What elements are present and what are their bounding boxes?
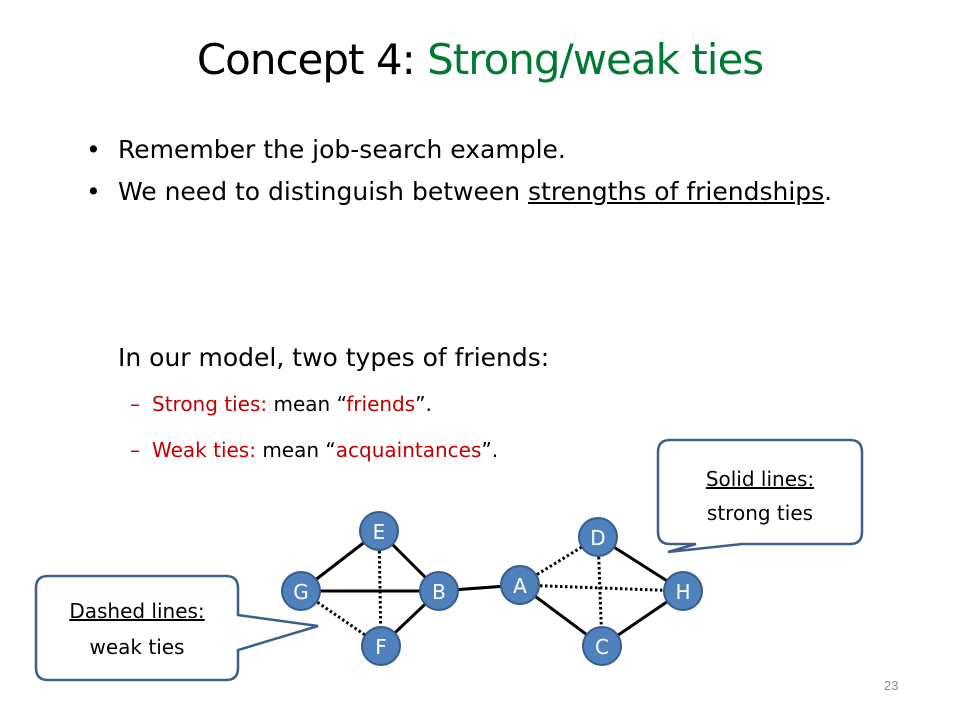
weak-ties-label: Weak ties: (152, 438, 256, 462)
bullet-text-2: We need to distinguish between (118, 177, 529, 206)
strong-ties-mid: mean “ (267, 392, 347, 416)
node-label: A (513, 574, 527, 598)
node-label: D (590, 526, 605, 550)
node-circle (359, 511, 399, 551)
callout-solid-bubble (656, 438, 864, 554)
bullet-item: • We need to distinguish between strengt… (86, 174, 846, 210)
node-circle (582, 626, 622, 666)
node-layer: E G B F A D H C (281, 511, 703, 666)
node-d: D (578, 517, 618, 557)
callout-dashed-desc: weak ties (90, 635, 185, 659)
node-c: C (582, 626, 622, 666)
bullet-symbol: • (86, 135, 101, 164)
strong-ties-value: friends (346, 392, 416, 416)
strong-ties-end: ”. (415, 392, 432, 416)
node-circle (663, 571, 703, 611)
node-circle (419, 571, 459, 611)
node-h: H (663, 571, 703, 611)
sub-item-weak: –Weak ties: mean “acquaintances”. (130, 436, 498, 464)
node-label: F (375, 635, 387, 659)
node-f: F (361, 626, 401, 666)
callout-solid-lines: Solid lines: strong ties (656, 438, 864, 554)
slide-title: Concept 4: Strong/weak ties (0, 30, 960, 90)
weak-ties-mid: mean “ (255, 438, 336, 462)
callout-solid-title: Solid lines: (706, 467, 814, 491)
node-circle (500, 565, 540, 605)
callout-solid-desc: strong ties (707, 501, 813, 525)
node-label: C (595, 635, 609, 659)
strong-ties-label: Strong ties: (152, 392, 268, 416)
title-accent: Strong/weak ties (427, 35, 764, 84)
node-circle (578, 517, 618, 557)
bullet-text-2-end: . (824, 177, 833, 206)
bullet-symbol: • (86, 177, 101, 206)
node-circle (281, 571, 321, 611)
node-label: H (675, 580, 690, 604)
dash-symbol: – (130, 392, 140, 416)
bullet-text-1: Remember the job-search example. (118, 135, 566, 164)
node-circle (361, 626, 401, 666)
bullet-list: • Remember the job-search example. • We … (86, 132, 846, 216)
page-number: 23 (884, 678, 899, 693)
title-prefix: Concept 4: (196, 35, 428, 84)
node-g: G (281, 571, 321, 611)
node-e: E (359, 511, 399, 551)
node-label: G (293, 580, 309, 604)
callout-dashed-bubble (34, 574, 319, 682)
dash-symbol: – (130, 438, 140, 462)
weak-ties-end: ”. (481, 438, 499, 462)
weak-ties-value: acquaintances (335, 438, 482, 462)
edge-layer (300, 529, 684, 648)
node-b: B (419, 571, 459, 611)
intro-text: In our model, two types of friends: (118, 343, 550, 372)
node-a: A (500, 565, 540, 605)
callout-dashed-lines: Dashed lines: weak ties (34, 574, 319, 682)
underlined-phrase: strengths of friendships (528, 177, 825, 206)
sub-item-strong: –Strong ties: mean “friends”. (130, 390, 432, 418)
node-label: E (373, 520, 386, 544)
node-label: B (432, 580, 446, 604)
weak-tie-edge-a-h (519, 583, 684, 593)
callout-dashed-title: Dashed lines: (69, 599, 204, 623)
bullet-item: • Remember the job-search example. (86, 132, 846, 168)
